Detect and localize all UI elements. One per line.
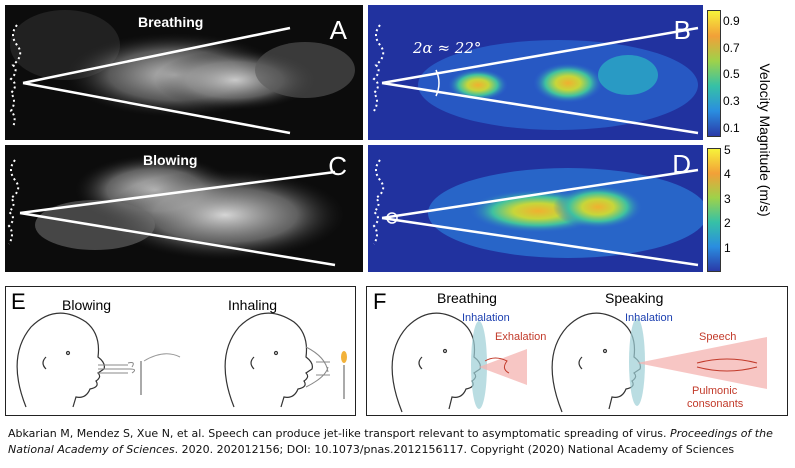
panel-f-right-title: Speaking: [605, 290, 664, 306]
panel-e-diagram: E Blowing Inhaling: [5, 286, 356, 416]
panel-f-drawing: [391, 312, 767, 413]
colorbar-b-tick: 0.5: [723, 67, 740, 81]
panel-f-pulmonic-2: consonants: [687, 398, 744, 410]
colorbar-d-tick: 2: [724, 216, 731, 230]
panel-f-pulmonic-1: Pulmonic: [692, 385, 738, 397]
panel-f-speech: Speech: [699, 331, 737, 343]
colorbar-b-tick: 0.9: [723, 14, 740, 28]
colorbar-b-tick: 0.1: [723, 121, 740, 135]
panel-a-label: A: [329, 15, 347, 45]
colorbar-title: Velocity Magnitude (m/s): [745, 30, 785, 250]
panel-c-label: C: [328, 151, 347, 181]
colorbar-d-tick: 5: [724, 143, 731, 157]
panel-d-label: D: [672, 149, 691, 179]
panel-e-right-title: Inhaling: [228, 297, 278, 313]
panel-a-image: [9, 10, 355, 135]
caption-journal: Proceedings of the National Academy of S…: [8, 427, 773, 456]
panel-c-image: [7, 155, 345, 267]
panel-f-inhalation-right: Inhalation: [625, 312, 673, 324]
panel-b-angle-label: 2α ≈ 22°: [413, 39, 482, 57]
head-icon: [16, 312, 105, 408]
blowing-lines-icon: [98, 353, 181, 395]
panel-f-diagram: F Breathing Speaking Inhalation Exhalati…: [366, 286, 788, 416]
colorbar-d-tick: 3: [724, 192, 731, 206]
inhalation-zone: [471, 321, 487, 409]
panel-f-left-title: Breathing: [437, 290, 497, 306]
head-icon: [391, 312, 481, 413]
inhalation-zone: [629, 318, 645, 406]
panel-e-left-title: Blowing: [62, 297, 112, 313]
head-icon: [551, 312, 641, 413]
colorbar-d-tick: 1: [724, 241, 731, 255]
panel-a-title: Breathing: [138, 14, 204, 30]
panel-f-exhalation: Exhalation: [495, 331, 547, 343]
candle-flame-icon: [341, 351, 347, 363]
head-icon: [224, 312, 313, 408]
panel-d-velocity-map: D: [368, 145, 703, 272]
panel-e-drawing: [16, 312, 347, 408]
colorbar-title-text: Velocity Magnitude (m/s): [757, 63, 773, 217]
panel-e-label: E: [11, 289, 26, 314]
panel-a-breathing-photo: Breathing A: [5, 5, 363, 140]
speech-jet-cone: [637, 337, 767, 389]
colorbar-d-tick: 4: [724, 167, 731, 181]
colorbar-b-tick: 0.7: [723, 41, 740, 55]
panel-c-blowing-photo: Blowing C: [5, 145, 363, 272]
panel-d-image: [368, 145, 703, 272]
caption-text-1: Abkarian M, Mendez S, Xue N, et al. Spee…: [8, 427, 671, 440]
panel-f-inhalation-left: Inhalation: [462, 312, 510, 324]
figure-caption: Abkarian M, Mendez S, Xue N, et al. Spee…: [8, 426, 788, 458]
panel-c-title: Blowing: [143, 152, 198, 168]
panel-b-label: B: [673, 15, 691, 45]
colorbar-d: [707, 148, 721, 272]
panel-b-image: [368, 5, 703, 140]
colorbar-b-tick: 0.3: [723, 94, 740, 108]
caption-text-2: . 2020. 202012156; DOI: 10.1073/pnas.201…: [174, 443, 735, 456]
exhalation-cone: [479, 349, 527, 385]
panel-b-velocity-map: 2α ≈ 22° B: [368, 5, 703, 140]
colorbar-b: [707, 10, 721, 137]
inhaling-lines-icon: [305, 346, 345, 399]
panel-f-label: F: [373, 289, 387, 314]
